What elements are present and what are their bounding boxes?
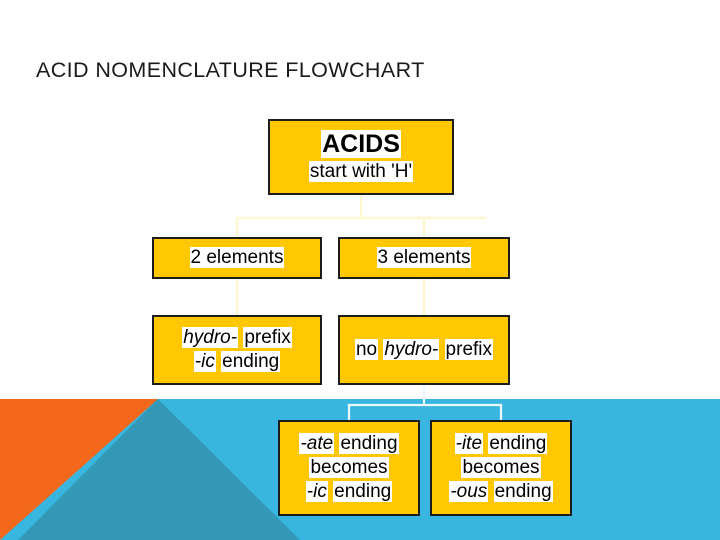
node-acids[interactable]: ACIDS start with 'H' [268,119,454,195]
node-ate-rule[interactable]: -ate ending becomes -ic ending [278,420,420,516]
page-title: ACID NOMENCLATURE FLOWCHART [36,58,425,82]
node-three-elements[interactable]: 3 elements [338,237,510,279]
node-two-elements-label: 2 elements [189,246,285,268]
node-acids-line2: start with 'H' [308,161,414,183]
node-three-elements-label: 3 elements [376,246,472,268]
node-two-elements[interactable]: 2 elements [152,237,322,279]
node-ite-rule-line1: -ite ending [454,432,548,454]
node-acids-line1: ACIDS [321,130,401,159]
node-no-hydro-rule[interactable]: no hydro- prefix [338,315,510,385]
node-hydro-rule-line1: hydro- prefix [182,326,292,348]
node-ite-rule[interactable]: -ite ending becomes -ous ending [430,420,572,516]
node-ate-rule-line3: -ic ending [305,481,393,503]
node-hydro-rule[interactable]: hydro- prefix -ic ending [152,315,322,385]
banner-orange-block [0,399,158,540]
node-no-hydro-rule-line1: no hydro- prefix [354,338,494,360]
banner-teal-triangle [18,399,300,540]
node-ite-rule-line2: becomes [461,456,541,478]
node-ite-rule-line3: -ous ending [449,481,553,503]
node-ate-rule-line2: becomes [309,456,389,478]
node-ate-rule-line1: -ate ending [299,432,399,454]
node-hydro-rule-line2: -ic ending [193,351,281,372]
